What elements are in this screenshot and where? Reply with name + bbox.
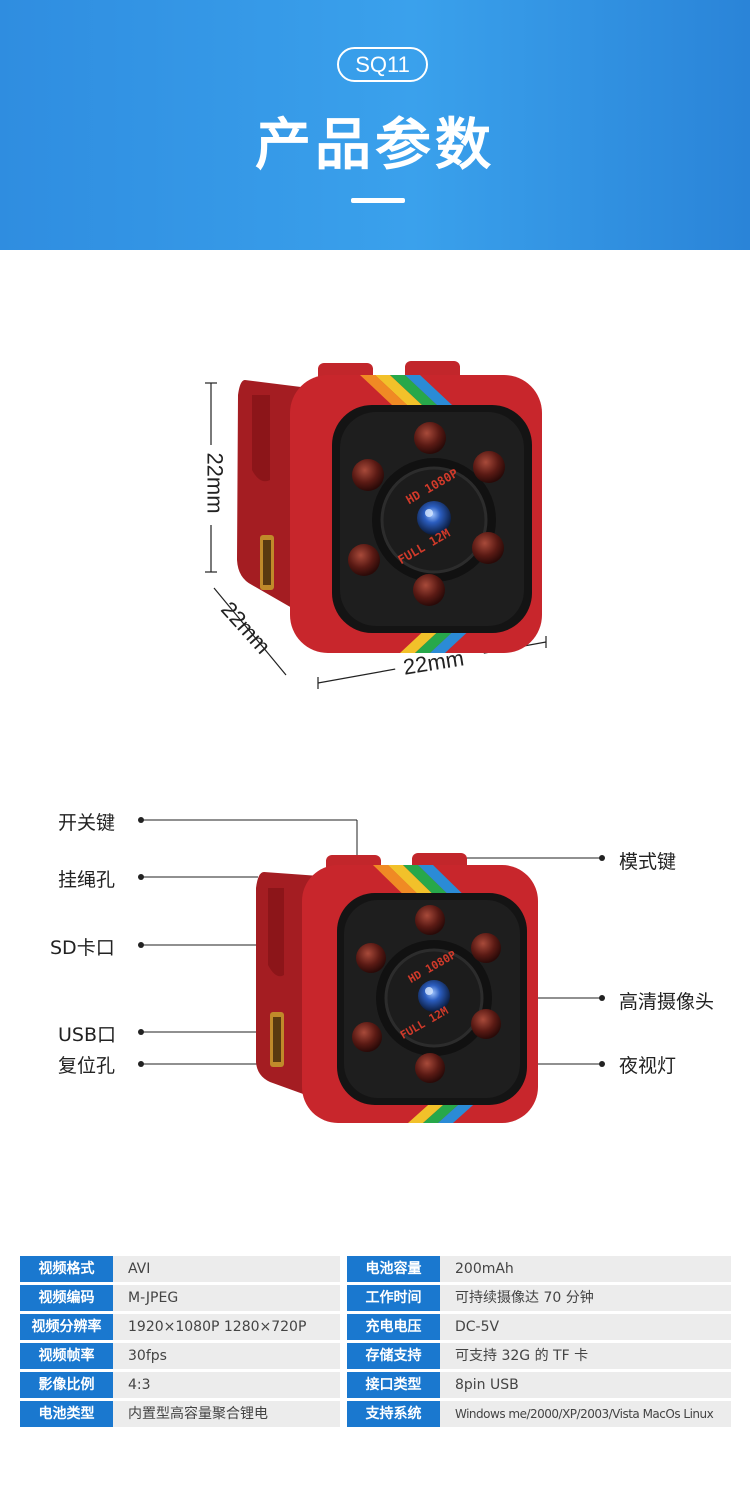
height-dimension-label: 22mm (202, 452, 228, 514)
callout-night-light: 夜视灯 (619, 1055, 677, 1077)
spec-value: 1920×1080P 1280×720P (113, 1314, 340, 1340)
callout-hd-camera: 高清摄像头 (619, 991, 715, 1013)
spec-row: 接口类型 8pin USB (347, 1372, 731, 1398)
spec-key: 影像比例 (20, 1372, 113, 1398)
spec-row: 视频分辨率 1920×1080P 1280×720P (20, 1314, 340, 1340)
header-banner: SQ11 产品参数 (0, 0, 750, 250)
spec-key: 电池类型 (20, 1401, 113, 1427)
spec-key: 视频帧率 (20, 1343, 113, 1369)
spec-key: 接口类型 (347, 1372, 440, 1398)
spec-row: 电池类型 内置型高容量聚合锂电 (20, 1401, 340, 1427)
spec-key: 支持系统 (347, 1401, 440, 1427)
spec-row: 支持系统 Windows me/2000/XP/2003/Vista MacOs… (347, 1401, 731, 1427)
spec-key: 电池容量 (347, 1256, 440, 1282)
spec-value: M-JPEG (113, 1285, 340, 1311)
camera-parts-illustration: HD 1080P FULL 12M (138, 817, 605, 1123)
spec-key: 充电电压 (347, 1314, 440, 1340)
spec-table-left: 视频格式 AVI 视频编码 M-JPEG 视频分辨率 1920×1080P 12… (20, 1256, 340, 1430)
spec-row: 存储支持 可支持 32G 的 TF 卡 (347, 1343, 731, 1369)
callout-reset-hole: 复位孔 (58, 1055, 116, 1077)
callout-mode-key: 模式键 (619, 851, 677, 873)
callout-lanyard-hole: 挂绳孔 (58, 869, 116, 891)
title-underline (351, 198, 405, 203)
callout-power-key: 开关键 (58, 812, 116, 834)
spec-key: 视频编码 (20, 1285, 113, 1311)
spec-value: 30fps (113, 1343, 340, 1369)
spec-value: 可支持 32G 的 TF 卡 (440, 1343, 731, 1369)
page-title: 产品参数 (255, 113, 495, 178)
spec-value: 4:3 (113, 1372, 340, 1398)
spec-row: 视频帧率 30fps (20, 1343, 340, 1369)
spec-value: 可持续摄像达 70 分钟 (440, 1285, 731, 1311)
spec-key: 存储支持 (347, 1343, 440, 1369)
spec-key: 视频分辨率 (20, 1314, 113, 1340)
spec-value: 内置型高容量聚合锂电 (113, 1401, 340, 1427)
spec-value: Windows me/2000/XP/2003/Vista MacOs Linu… (440, 1401, 731, 1427)
spec-key: 视频格式 (20, 1256, 113, 1282)
camera-dimension-illustration: HD 1080P FULL 12M (196, 361, 547, 689)
spec-row: 充电电压 DC-5V (347, 1314, 731, 1340)
spec-key: 工作时间 (347, 1285, 440, 1311)
spec-row: 视频编码 M-JPEG (20, 1285, 340, 1311)
spec-row: 视频格式 AVI (20, 1256, 340, 1282)
callout-usb-port: USB口 (58, 1024, 117, 1046)
spec-value: 200mAh (440, 1256, 731, 1282)
spec-row: 影像比例 4:3 (20, 1372, 340, 1398)
callout-sd-slot: SD卡口 (50, 937, 115, 959)
model-badge: SQ11 (337, 47, 428, 82)
spec-row: 工作时间 可持续摄像达 70 分钟 (347, 1285, 731, 1311)
spec-value: 8pin USB (440, 1372, 731, 1398)
spec-value: AVI (113, 1256, 340, 1282)
spec-row: 电池容量 200mAh (347, 1256, 731, 1282)
spec-table-right: 电池容量 200mAh 工作时间 可持续摄像达 70 分钟 充电电压 DC-5V… (347, 1256, 731, 1430)
spec-value: DC-5V (440, 1314, 731, 1340)
